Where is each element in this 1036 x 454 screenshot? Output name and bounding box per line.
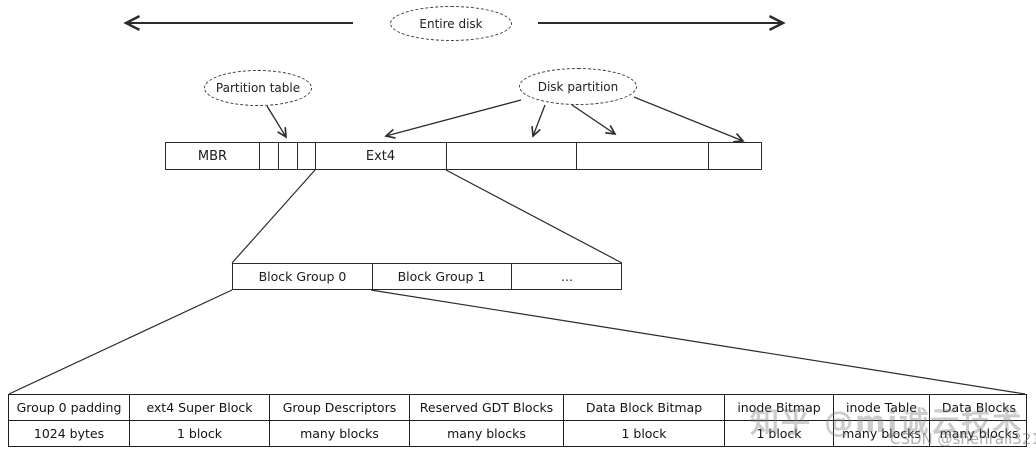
partition-table-callout: Partition table (204, 70, 312, 106)
layout-size-cell: many blocks (833, 421, 929, 446)
layout-table-header-row: Group 0 padding ext4 Super Block Group D… (9, 395, 1026, 420)
entire-disk-callout: Entire disk (390, 6, 512, 41)
disk-bar-divider (297, 143, 298, 169)
disk-bar-divider (259, 143, 260, 169)
layout-size-cell: many blocks (929, 421, 1028, 446)
entire-disk-label: Entire disk (419, 16, 483, 31)
partition-table-label: Partition table (215, 81, 301, 95)
layout-header-cell: Group 0 padding (16, 400, 122, 415)
blockgroup0-expand-left-line (8, 289, 233, 395)
block-group-layout-table: Group 0 padding ext4 Super Block Group D… (8, 394, 1027, 447)
layout-header-cell: ext4 Super Block (129, 395, 269, 420)
disk-bar: MBR Ext4 (165, 142, 762, 170)
disk-partition-arrow-1 (386, 99, 522, 136)
block-group-0-cell: Block Group 0 (258, 269, 347, 284)
disk-partition-arrow-4 (633, 96, 743, 141)
layout-size-cell: 1 block (563, 421, 724, 446)
block-group-bar: Block Group 0 Block Group 1 ... (232, 263, 622, 290)
disk-bar-divider (576, 143, 577, 169)
layout-header-cell: inode Table (833, 395, 929, 420)
disk-bar-divider (315, 143, 316, 169)
block-group-1-cell: Block Group 1 (397, 269, 486, 284)
layout-header-cell: Reserved GDT Blocks (409, 395, 563, 420)
layout-size-cell: 1 block (724, 421, 833, 446)
block-group-bar-divider (372, 264, 373, 289)
ext4-expand-right-line (445, 169, 623, 264)
disk-partition-arrow-2 (533, 104, 546, 136)
disk-bar-divider (708, 143, 709, 169)
layout-size-cell: 1024 bytes (33, 426, 105, 441)
layout-header-cell: inode Bitmap (724, 395, 833, 420)
mbr-cell: MBR (197, 148, 228, 164)
disk-partition-callout: Disk partition (519, 68, 637, 105)
layout-table-size-row: 1024 bytes 1 block many blocks many bloc… (9, 420, 1026, 446)
partition-table-arrow (266, 105, 286, 137)
layout-header-cell: Data Blocks (929, 395, 1028, 420)
disk-bar-divider (278, 143, 279, 169)
layout-size-cell: many blocks (409, 421, 563, 446)
ext4-cell: Ext4 (365, 148, 396, 164)
layout-header-cell: Data Block Bitmap (563, 395, 724, 420)
block-group-more-cell: ... (561, 269, 573, 284)
layout-size-cell: 1 block (129, 421, 269, 446)
layout-header-cell: Group Descriptors (269, 395, 409, 420)
block-group-bar-divider (511, 264, 512, 289)
disk-bar-divider (446, 143, 447, 169)
disk-partition-arrow-3 (571, 104, 615, 134)
disk-partition-label: Disk partition (537, 79, 619, 94)
blockgroup0-expand-right-line (370, 289, 1026, 395)
ext4-expand-left-line (231, 169, 316, 264)
layout-size-cell: many blocks (269, 421, 409, 446)
